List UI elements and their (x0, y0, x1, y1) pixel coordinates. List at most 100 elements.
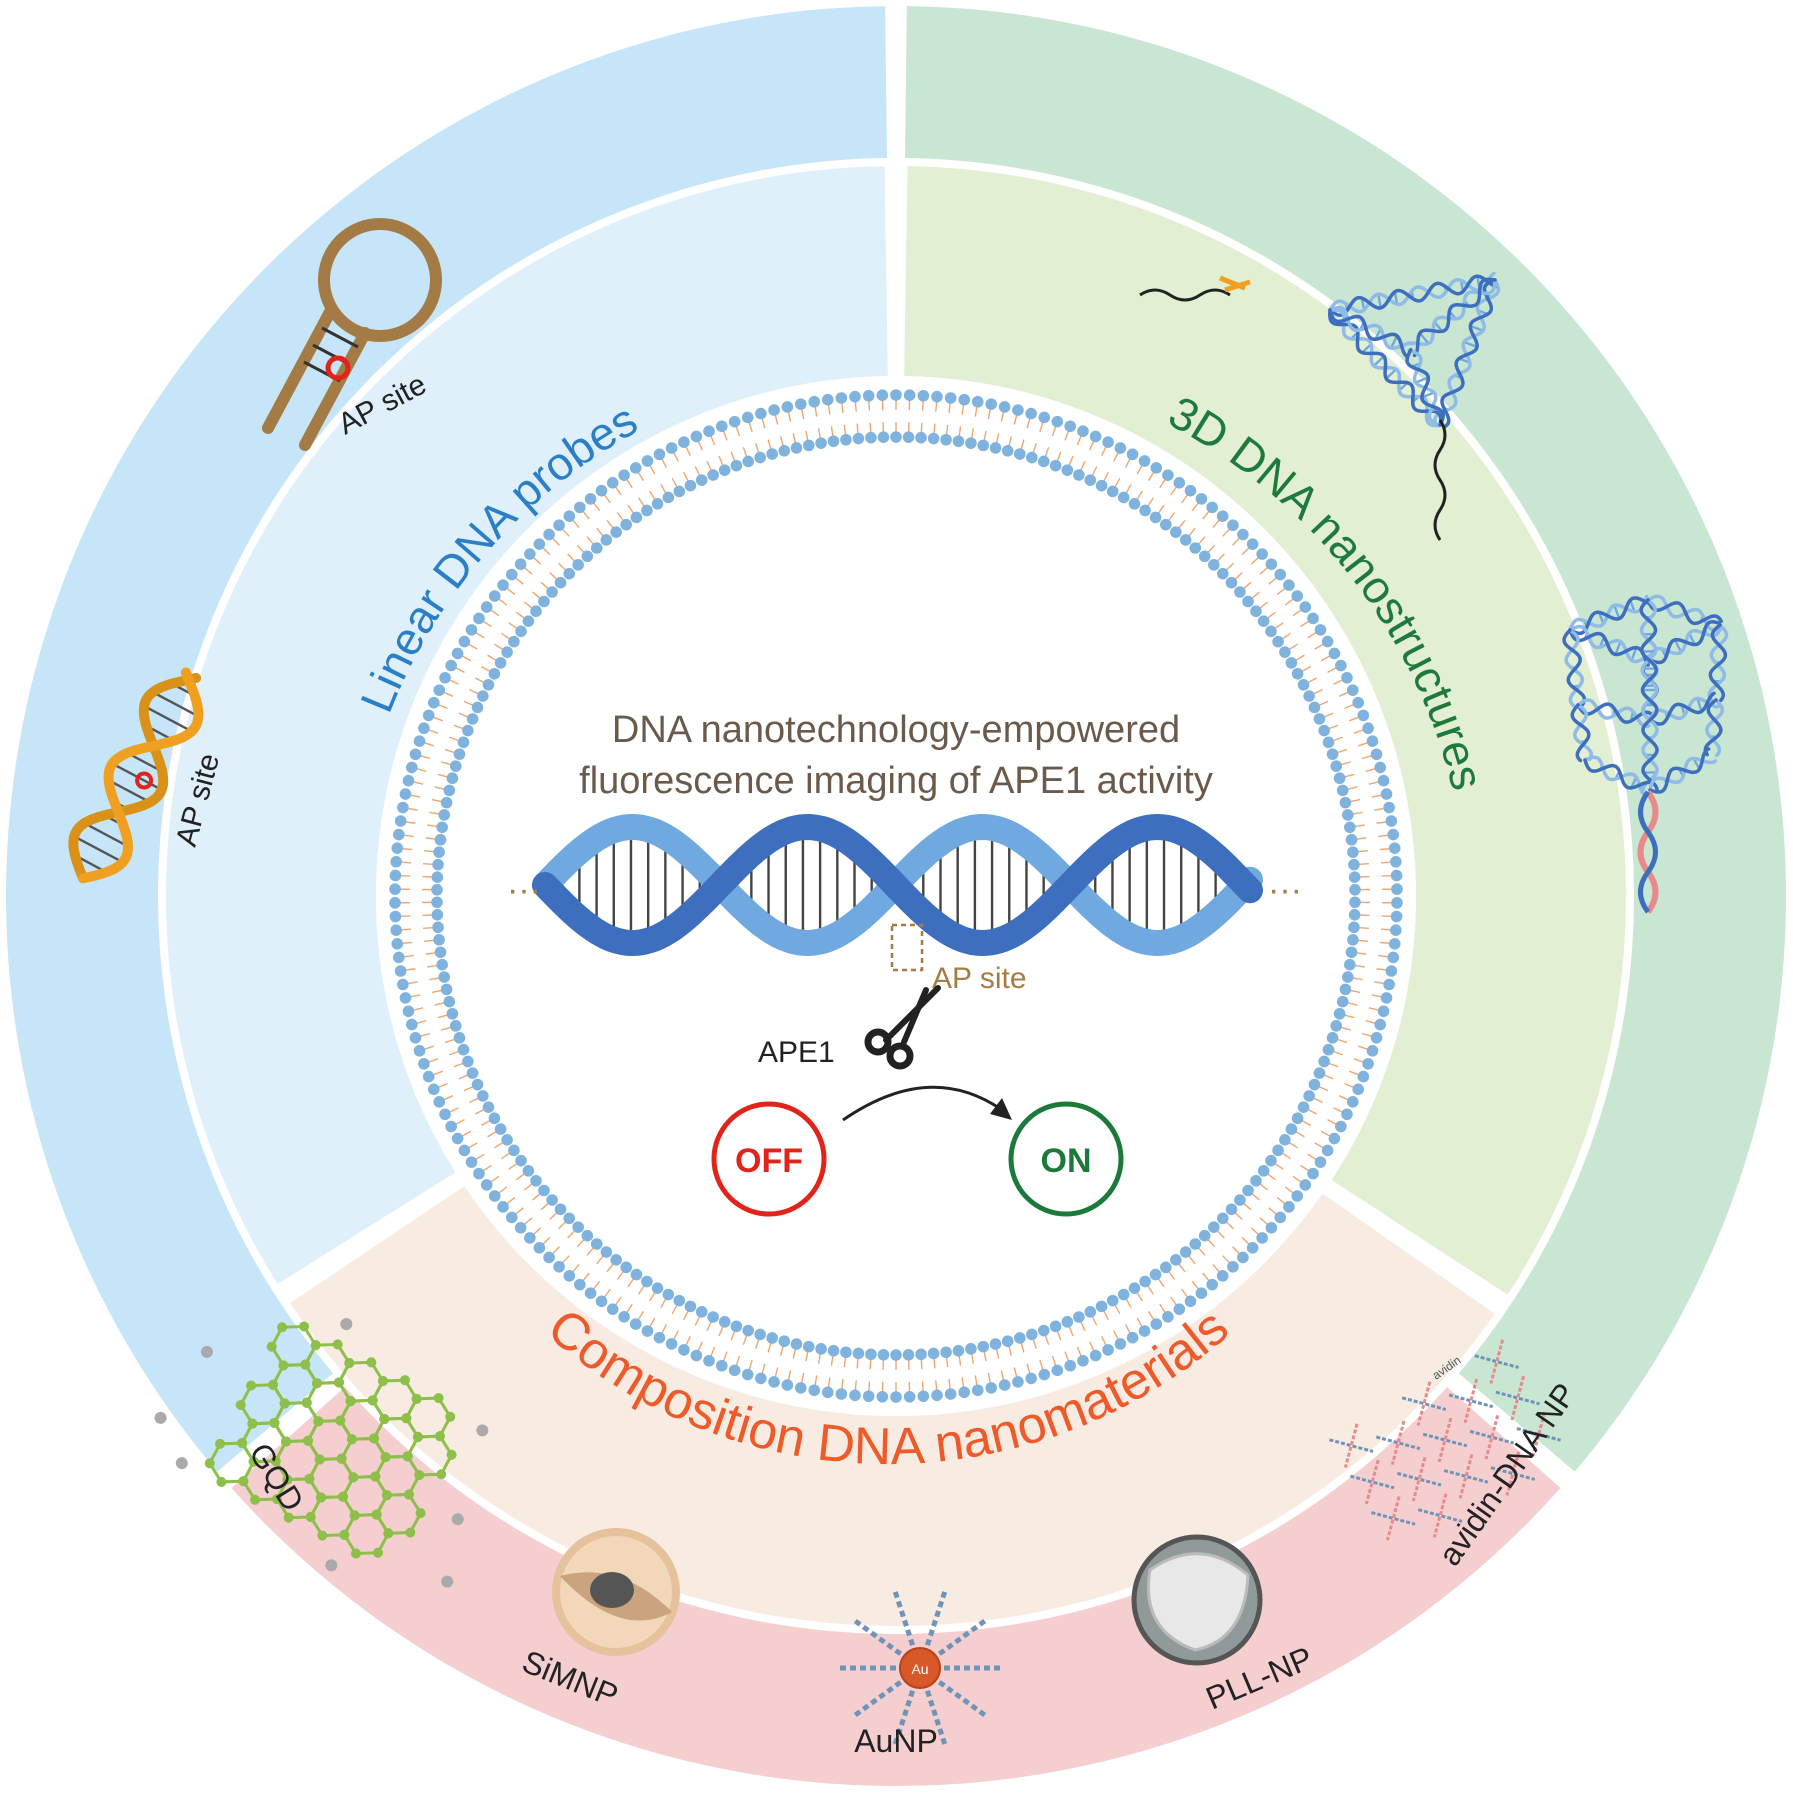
lipid-head (822, 394, 834, 406)
lipid-head (428, 697, 440, 709)
lipid-head (1300, 1179, 1312, 1191)
lipid-head (703, 425, 715, 437)
lipid-head (1340, 797, 1352, 809)
lipid-head (433, 1096, 445, 1108)
lipid-head (1107, 1295, 1119, 1307)
lipid-head (685, 480, 697, 492)
lipid-head (1303, 690, 1315, 702)
lipid-head (931, 391, 943, 403)
lipid-head (1335, 660, 1347, 672)
lipid-head (1234, 1194, 1246, 1206)
lipid-head (501, 646, 513, 658)
lipid-head (515, 626, 527, 638)
lipid-head (1115, 1338, 1127, 1350)
lipid-head (390, 870, 402, 882)
lipid-head (1227, 519, 1239, 531)
center-title-line2: fluorescence imaging of APE1 activity (579, 760, 1213, 802)
lipid-head (1026, 452, 1038, 464)
lipid-head (815, 437, 827, 449)
lipid-head (1283, 579, 1295, 591)
lipid-head (977, 440, 989, 452)
lipid-head (1217, 510, 1229, 522)
lipid-head (1217, 568, 1229, 580)
lipid-head (389, 897, 401, 909)
lipid-tail (870, 423, 871, 433)
lipid-head (1383, 979, 1395, 991)
lipid-head (1242, 596, 1254, 608)
lipid-head (1077, 425, 1089, 437)
lipid-head (904, 389, 916, 401)
lipid-head (1050, 460, 1062, 472)
lipid-head (1002, 1335, 1014, 1347)
lipid-head (691, 1350, 703, 1362)
lipid-head (462, 1056, 474, 1068)
lipid-head (1199, 1230, 1211, 1242)
lipid-head (1227, 1261, 1239, 1273)
lipid-head (985, 398, 997, 410)
lipid-head (473, 613, 485, 625)
lipid-head (931, 1390, 943, 1402)
au-label: Au (911, 1661, 928, 1677)
lipid-head (1139, 1276, 1151, 1288)
lipid-head (543, 1252, 555, 1264)
lipid-head (863, 1390, 875, 1402)
lipid-head (1347, 1096, 1359, 1108)
lipid-head (439, 672, 451, 684)
lipid-head (1279, 646, 1291, 658)
lipid-tail (423, 928, 433, 929)
lipid-head (524, 1232, 536, 1244)
lipid-head (1298, 1101, 1310, 1113)
off-label: OFF (735, 1142, 803, 1180)
lipid-head (1352, 1084, 1364, 1096)
nanoparticle-icon (1134, 1537, 1260, 1663)
lipid-head (890, 1391, 902, 1403)
lipid-head (390, 911, 402, 923)
lipid-head (489, 1190, 501, 1202)
lipid-tail (1380, 849, 1390, 850)
lipid-head (865, 432, 877, 444)
lipid-head (1185, 485, 1197, 497)
lipid-head (1266, 1222, 1278, 1234)
lipid-head (631, 1269, 643, 1281)
lipid-head (433, 684, 445, 696)
lipid-head (1309, 702, 1321, 714)
lipid-head (444, 996, 456, 1008)
lipid-head (1084, 474, 1096, 486)
lipid-tail (1358, 940, 1368, 941)
lipid-head (1390, 924, 1402, 936)
lipid-head (1391, 883, 1403, 895)
lipid-head (719, 1316, 731, 1328)
lipid-head (582, 550, 594, 562)
on-label: ON (1041, 1142, 1092, 1180)
lipid-head (1274, 1212, 1286, 1224)
lipid-head (1014, 448, 1026, 460)
lipid-head (572, 1221, 584, 1233)
lipid-head (458, 1044, 470, 1056)
lipid-head (390, 924, 402, 936)
lipid-tail (855, 1380, 856, 1390)
lipid-head (466, 1156, 478, 1168)
lipid-head (1340, 984, 1352, 996)
lipid-head (836, 1388, 848, 1400)
lipid-head (1129, 1282, 1141, 1294)
lipid-head (953, 1345, 965, 1357)
lipid-head (1180, 534, 1192, 546)
lipid-head (1107, 486, 1119, 498)
lipid-head (1247, 1242, 1259, 1254)
lipid-head (1170, 1254, 1182, 1266)
lipid-head (1291, 590, 1303, 602)
lipid-head (1322, 636, 1334, 648)
lipid-head (1189, 542, 1201, 554)
lipid-head (1330, 1020, 1342, 1032)
lipid-head (389, 883, 401, 895)
lipid-head (454, 1032, 466, 1044)
lipid-head (791, 1338, 803, 1350)
center-ap-site-label: AP site (932, 962, 1027, 995)
lipid-head (506, 1212, 518, 1224)
lipid-head (1173, 477, 1185, 489)
lipid-head (1303, 1090, 1315, 1102)
lipid-head (1342, 971, 1354, 983)
lipid-head (1096, 480, 1108, 492)
lipid-head (563, 568, 575, 580)
lipid-head (630, 462, 642, 474)
